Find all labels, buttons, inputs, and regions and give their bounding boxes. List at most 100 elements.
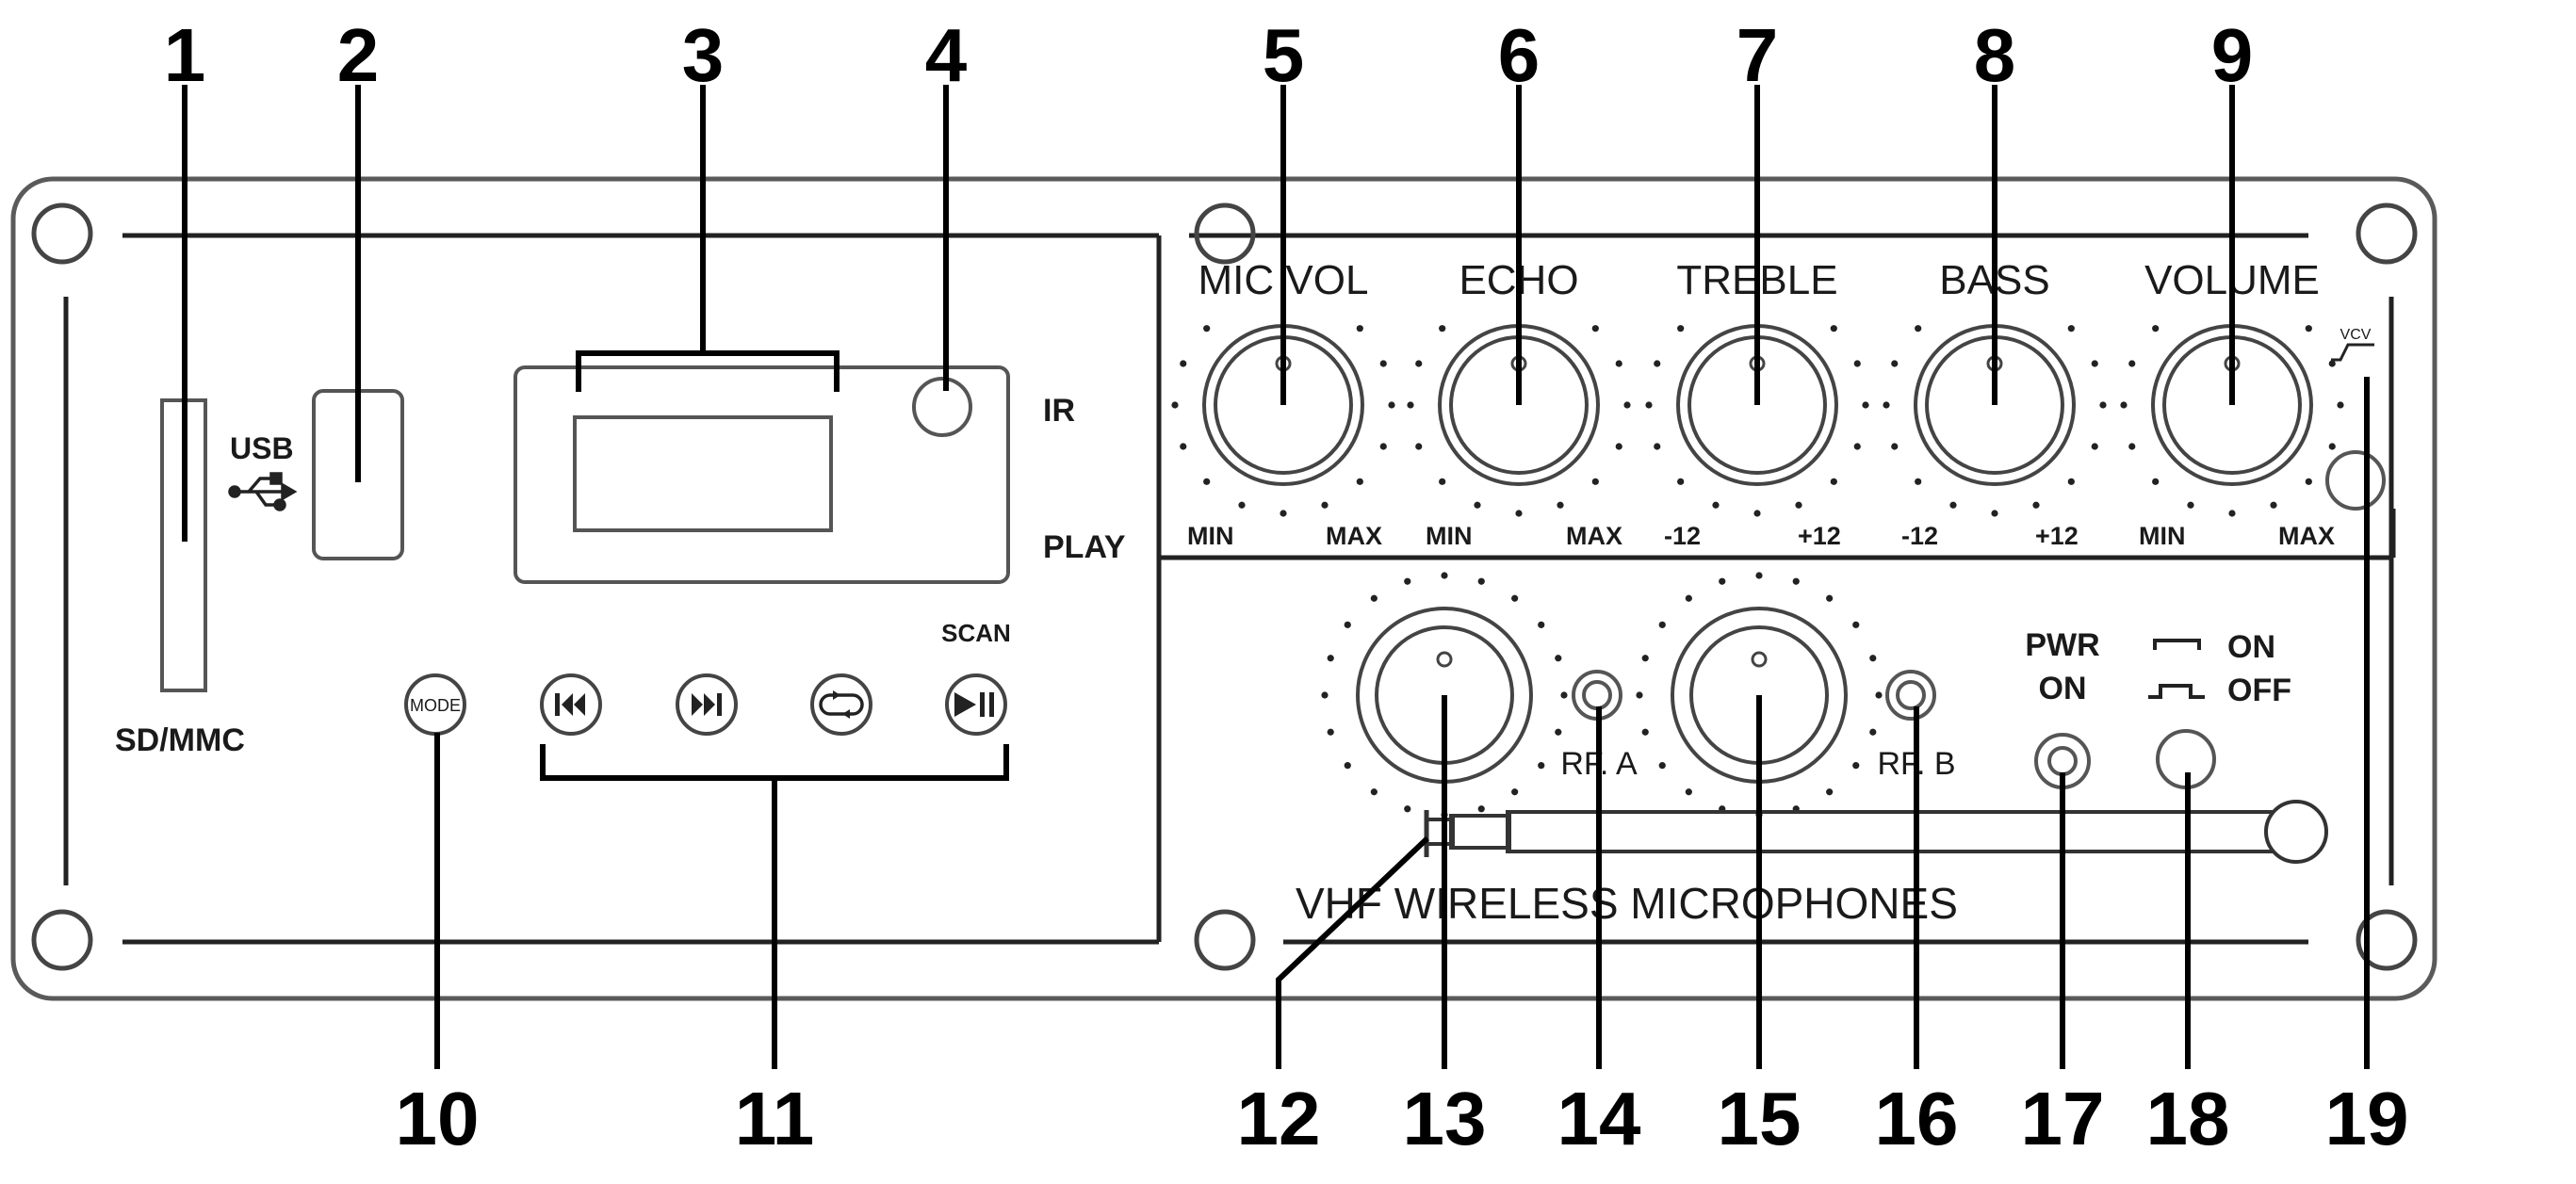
callout-19: 19 [2325, 1077, 2409, 1160]
callout-2: 2 [337, 13, 380, 97]
scale-dot [1515, 510, 1523, 517]
screw-hole-icon [2356, 909, 2418, 971]
scale-dot [1949, 501, 1957, 509]
scale-dot [1853, 360, 1861, 367]
scale-dot [1641, 655, 1649, 662]
scale-dot [1379, 443, 1387, 450]
scale-dot [1474, 501, 1481, 509]
leader-lines [182, 85, 2370, 1069]
scale-dot [1439, 325, 1446, 332]
mic-vol-min-label: MIN [1187, 522, 1234, 550]
scale-dot [1795, 501, 1802, 509]
scale-dot [1891, 443, 1899, 450]
scale-dot [1615, 360, 1622, 367]
scale-dot [1826, 788, 1834, 796]
ir-sensor [912, 377, 972, 437]
mode-button[interactable]: MODE [404, 673, 466, 736]
scale-dot [2328, 360, 2336, 367]
rf-b-indicator [1885, 670, 1936, 721]
next-track-button[interactable] [676, 673, 738, 736]
callout-11: 11 [735, 1077, 815, 1160]
lcd-screen [573, 415, 833, 532]
scale-dot [1344, 621, 1351, 628]
scale-dot [2187, 501, 2194, 509]
treble-min-label: -12 [1664, 522, 1701, 550]
scale-dot [1658, 762, 1666, 770]
scale-dot [1654, 443, 1661, 450]
scale-dot [1388, 401, 1395, 409]
switch-on-icon [2153, 639, 2201, 650]
scale-dot [1538, 762, 1545, 770]
play-pause-button[interactable] [945, 673, 1007, 736]
callout-13: 13 [1403, 1077, 1487, 1160]
scale-dot [1555, 655, 1562, 662]
scale-dot [1915, 478, 1922, 485]
scale-dot [1685, 594, 1692, 602]
usb-icon [228, 472, 298, 511]
callout-6: 6 [1498, 13, 1541, 97]
scale-dot [1792, 577, 1800, 585]
scale-dot [1439, 478, 1446, 485]
scale-dot [1327, 655, 1334, 662]
on-label: ON [2227, 629, 2275, 665]
scale-dot [1180, 360, 1187, 367]
svg-text:MODE: MODE [410, 696, 461, 715]
antenna[interactable] [1424, 800, 2328, 864]
volume-knob[interactable] [2120, 324, 2344, 517]
scale-dot [1203, 478, 1211, 485]
scale-dots [1645, 325, 1869, 517]
vcv-switch[interactable] [2325, 450, 2386, 511]
callout-18: 18 [2146, 1077, 2230, 1160]
callout-16: 16 [1875, 1077, 1959, 1160]
scale-dot [1591, 478, 1599, 485]
scale-dots [1171, 325, 1395, 517]
knob-row [1171, 324, 2344, 517]
repeat-button[interactable] [810, 673, 872, 736]
scale-dot [1557, 501, 1564, 509]
scale-dot [2328, 443, 2336, 450]
vcv-label: VCV [2340, 327, 2372, 343]
scale-dot [2152, 325, 2160, 332]
scale-dot [1830, 325, 1837, 332]
scale-dot [1477, 577, 1485, 585]
callout-12: 12 [1237, 1077, 1321, 1160]
callout-1: 1 [164, 13, 206, 97]
scale-dot [1636, 691, 1643, 699]
volume-max-label: MAX [2278, 522, 2335, 550]
scale-dot [1719, 577, 1726, 585]
knob-pointer-icon [1436, 651, 1453, 668]
scale-dot [2337, 401, 2344, 409]
echo-min-label: MIN [1426, 522, 1473, 550]
previous-track-icon [555, 693, 585, 716]
previous-track-button[interactable] [540, 673, 602, 736]
next-track-icon [692, 693, 722, 716]
scale-dot [1685, 788, 1692, 796]
callout-9: 9 [2211, 13, 2254, 97]
scale-dot [1862, 401, 1869, 409]
display-module [514, 365, 1010, 584]
screw-hole-icon [1194, 203, 1256, 265]
ir-label: IR [1043, 393, 1075, 429]
wireless-section-title: VHF WIRELESS MICROPHONES [1296, 879, 1958, 928]
scale-dot [1654, 360, 1661, 367]
play-label: PLAY [1043, 529, 1126, 565]
scale-dot [1321, 501, 1329, 509]
scale-dot [1555, 728, 1562, 736]
scale-dot [2305, 325, 2312, 332]
scale-dot [1853, 443, 1861, 450]
scale-dot [1415, 360, 1423, 367]
scale-dot [1991, 510, 1998, 517]
scale-dot [2152, 478, 2160, 485]
callout-10: 10 [396, 1077, 480, 1160]
scale-dot [1615, 443, 1622, 450]
play-pause-icon [954, 692, 994, 717]
echo-max-label: MAX [1566, 522, 1622, 550]
scale-dot [1755, 572, 1763, 579]
screw-hole-icon [2356, 203, 2418, 265]
off-label: OFF [2227, 673, 2291, 708]
scale-dot [1560, 691, 1568, 699]
scale-dot [2032, 501, 2040, 509]
scale-dot [1623, 401, 1631, 409]
callout-17: 17 [2021, 1077, 2105, 1160]
bass-max-label: +12 [2035, 522, 2079, 550]
